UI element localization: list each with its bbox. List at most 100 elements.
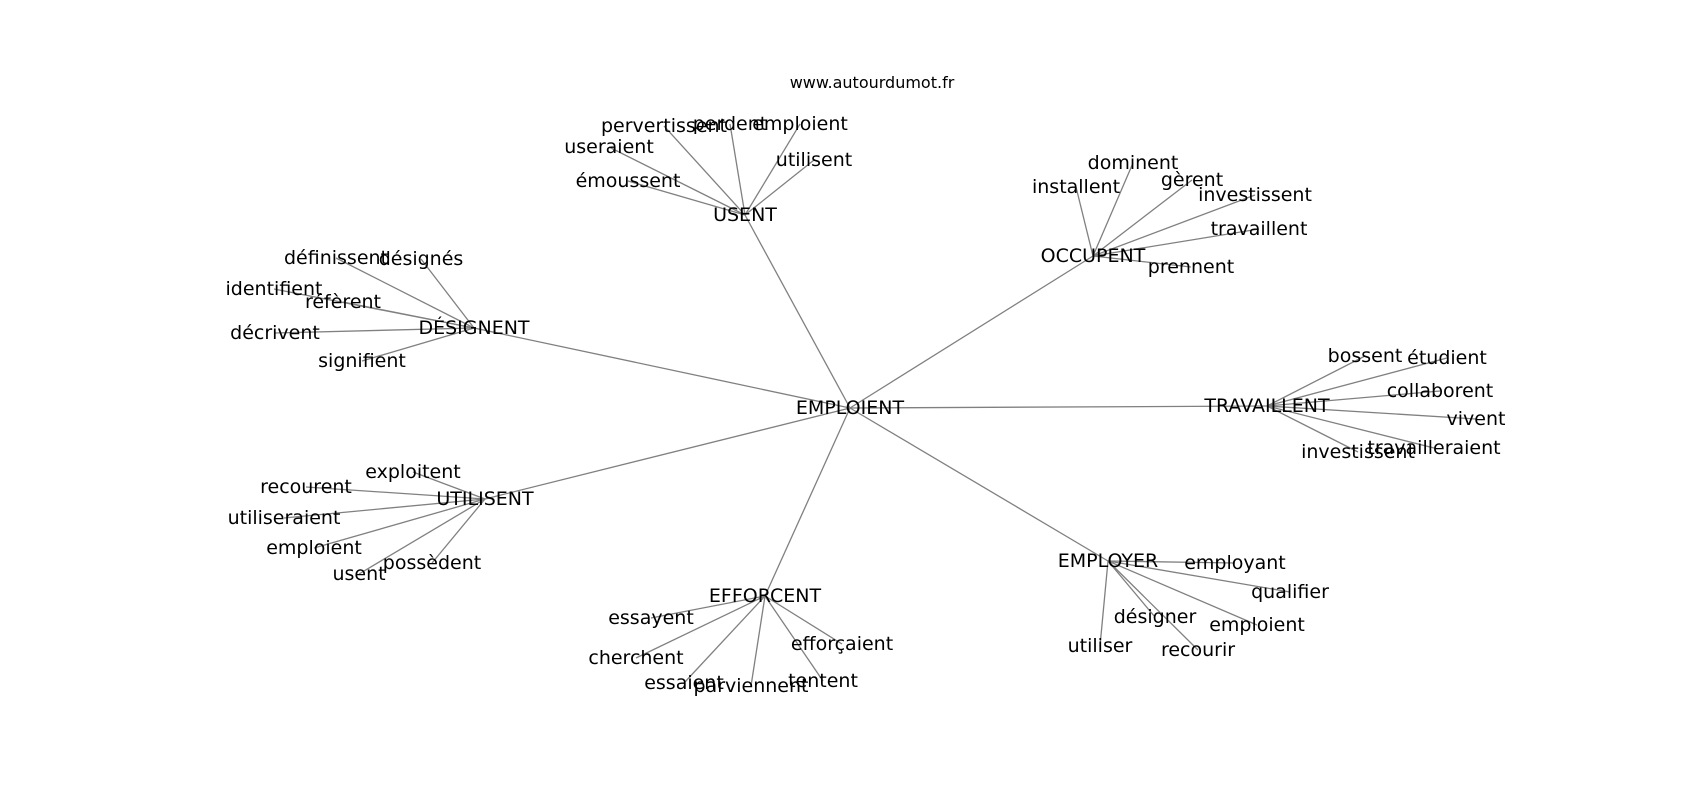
leaf-node: emploient — [752, 113, 848, 135]
leaf-node: collaborent — [1387, 380, 1494, 402]
leaf-node: efforçaient — [791, 633, 893, 655]
leaf-node: employant — [1184, 552, 1286, 574]
edge-hub-to-leaf — [744, 159, 815, 216]
edge-hub-to-leaf — [342, 301, 475, 329]
edge-hub-to-leaf — [1107, 560, 1291, 593]
edge-hub-to-leaf — [635, 595, 766, 659]
edge-hub-to-leaf — [335, 257, 475, 329]
leaf-node: perdent — [693, 113, 767, 135]
edge-hub-to-leaf — [1092, 162, 1134, 257]
edge-hub-to-leaf — [1092, 228, 1260, 257]
leaf-node: qualifier — [1251, 581, 1329, 603]
source-label: www.autourdumot.fr — [790, 73, 955, 92]
edge-hub-to-leaf — [1107, 560, 1236, 564]
leaf-node: prennent — [1148, 256, 1234, 278]
hub-node: USENT — [713, 204, 777, 226]
leaf-node: utilisent — [776, 149, 852, 171]
edge-center-to-hub — [849, 407, 1109, 562]
hub-node: DÉSIGNENT — [418, 316, 529, 339]
edge-hub-to-leaf — [729, 123, 746, 216]
edge-hub-to-leaf — [1266, 405, 1477, 420]
leaf-node: essaient — [644, 672, 724, 694]
edge-hub-to-leaf — [750, 595, 766, 687]
leaf-node: identifient — [226, 278, 323, 300]
leaf-node: désignés — [379, 248, 464, 270]
leaf-node: décrivent — [230, 322, 320, 344]
hub-node: TRAVAILLENT — [1203, 395, 1330, 417]
edge-hub-to-leaf — [1092, 179, 1193, 257]
edge-hub-to-leaf — [274, 327, 475, 334]
graph-labels: EMPLOIENTUSENTpervertissentperdentemploi… — [226, 113, 1506, 697]
leaf-node: émoussent — [576, 170, 681, 192]
leaf-node: tentent — [788, 670, 858, 692]
edge-hub-to-leaf — [1266, 390, 1441, 407]
edge-hub-to-leaf — [283, 498, 486, 519]
edge-hub-to-leaf — [1092, 255, 1192, 268]
edge-hub-to-leaf — [1107, 560, 1156, 618]
leaf-node: gèrent — [1161, 169, 1223, 191]
edge-hub-to-leaf — [608, 146, 746, 216]
leaf-node: travailleraient — [1367, 437, 1500, 459]
leaf-node: useraient — [564, 136, 654, 158]
edge-center-to-hub — [849, 405, 1268, 409]
edge-center-to-hub — [764, 407, 851, 597]
leaf-node: vivent — [1447, 408, 1506, 430]
leaf-node: travaillent — [1211, 218, 1308, 240]
leaf-node: emploient — [1209, 614, 1305, 636]
leaf-node: installent — [1032, 176, 1120, 198]
graph-edges — [273, 123, 1477, 687]
edge-hub-to-leaf — [683, 595, 766, 684]
leaf-node: exploitent — [365, 461, 460, 483]
edge-hub-to-leaf — [744, 123, 801, 216]
edge-hub-to-leaf — [420, 258, 475, 329]
hub-node: UTILISENT — [436, 488, 534, 510]
edge-hub-to-leaf — [1266, 405, 1359, 453]
edge-center-to-hub — [849, 255, 1094, 409]
edge-hub-to-leaf — [1266, 357, 1448, 407]
edge-hub-to-leaf — [650, 595, 766, 619]
leaf-node: possèdent — [383, 552, 481, 574]
leaf-node: étudient — [1407, 347, 1487, 369]
edge-hub-to-leaf — [663, 125, 746, 216]
leaf-node: cherchent — [588, 647, 683, 669]
edge-hub-to-leaf — [764, 595, 824, 682]
leaf-node: recourent — [260, 476, 352, 498]
leaf-node: utiliser — [1068, 635, 1133, 657]
leaf-node: parviennent — [694, 675, 809, 697]
leaf-node: réfèrent — [305, 291, 381, 313]
leaf-node: emploient — [266, 537, 362, 559]
hub-node: OCCUPENT — [1041, 245, 1146, 267]
edge-hub-to-leaf — [361, 327, 475, 362]
leaf-node: dominent — [1088, 152, 1179, 174]
center-node: EMPLOIENT — [796, 397, 905, 419]
edge-center-to-hub — [744, 214, 851, 409]
edge-hub-to-leaf — [1092, 194, 1256, 257]
edge-hub-to-leaf — [1075, 186, 1094, 257]
hub-node: EFFORCENT — [709, 585, 822, 607]
leaf-node: désigner — [1114, 606, 1197, 628]
edge-center-to-hub — [473, 327, 851, 409]
edge-hub-to-leaf — [358, 498, 486, 575]
edge-hub-to-leaf — [1107, 560, 1258, 626]
leaf-node: usent — [332, 563, 385, 585]
edge-hub-to-leaf — [1099, 560, 1109, 647]
leaf-node: définissent — [284, 247, 388, 269]
edge-hub-to-leaf — [764, 595, 843, 645]
edge-hub-to-leaf — [412, 471, 486, 500]
leaf-node: investissent — [1198, 184, 1312, 206]
leaf-node: recourir — [1161, 639, 1235, 661]
edge-hub-to-leaf — [313, 498, 486, 549]
leaf-node: utiliseraient — [228, 507, 341, 529]
edge-hub-to-leaf — [305, 486, 486, 500]
leaf-node: essayent — [608, 607, 694, 629]
edge-hub-to-leaf — [431, 498, 486, 564]
leaf-node: signifient — [318, 350, 406, 372]
edge-hub-to-leaf — [1266, 355, 1366, 407]
edge-hub-to-leaf — [1266, 405, 1435, 449]
edge-center-to-hub — [484, 407, 851, 500]
edge-hub-to-leaf — [627, 180, 746, 216]
hub-node: EMPLOYER — [1058, 550, 1159, 572]
leaf-node: investissent — [1301, 441, 1415, 463]
leaf-node: bossent — [1328, 345, 1403, 367]
